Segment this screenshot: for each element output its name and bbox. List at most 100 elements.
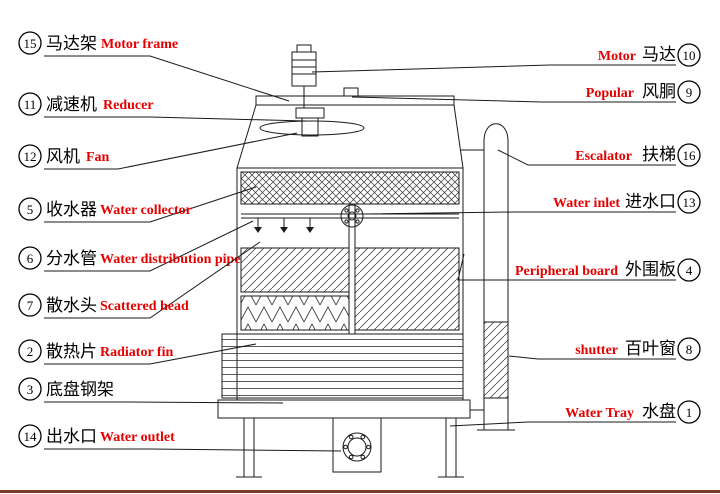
center-channel	[348, 204, 356, 334]
part-name-en: Popular	[586, 86, 634, 101]
part-name-en: Water Tray	[565, 406, 634, 421]
leader-line	[44, 448, 342, 452]
leader-line	[449, 421, 676, 427]
leader-line	[44, 55, 290, 102]
leader-line	[44, 132, 298, 170]
left-label-chassis-frame: 3 底盘钢架	[18, 377, 284, 404]
leader-line	[508, 355, 676, 360]
part-name-cn: 收水器	[46, 200, 97, 219]
circled-number	[18, 92, 42, 116]
part-number: 10	[683, 48, 696, 63]
sprinkler-stems	[257, 218, 311, 227]
leader-line	[365, 211, 676, 215]
part-number: 11	[24, 97, 37, 112]
tower-drawing	[217, 44, 515, 478]
leader-line	[44, 343, 257, 365]
inlet-flange-bolts	[344, 208, 360, 224]
cowl-right	[453, 104, 464, 169]
part-number: 3	[27, 382, 34, 397]
cowl-left	[236, 104, 257, 169]
part-name-cn: 百叶窗	[625, 339, 676, 358]
inlet-flange	[340, 204, 364, 228]
part-name-cn: 出水口	[46, 427, 97, 446]
part-number: 7	[27, 298, 34, 313]
part-name-cn: 风机	[46, 147, 80, 166]
right-label-escalator: 16 Escalator 扶梯	[497, 143, 701, 167]
circled-number	[677, 143, 701, 167]
leader-line	[44, 241, 261, 319]
circled-number	[18, 246, 42, 270]
radiator-fin-section	[221, 333, 464, 399]
part-name-en: Water inlet	[553, 196, 620, 211]
left-label-motor-frame: 15 马达架 Motor frame	[18, 31, 290, 102]
leader-line	[311, 64, 676, 73]
right-label-peripheral-board: 4 Peripheral board 外围板	[457, 253, 701, 282]
fan-cylinder-bump	[343, 87, 359, 97]
leader-line	[497, 149, 676, 166]
circled-number	[677, 43, 701, 67]
right-label-shutter: 8 shutter 百叶窗	[508, 337, 701, 361]
circled-number	[18, 424, 42, 448]
part-name-en: Radiator fin	[100, 345, 173, 360]
riser-top-bend	[483, 123, 509, 142]
part-name-cn: 底盘钢架	[46, 380, 114, 399]
circled-number	[677, 190, 701, 214]
part-number: 8	[686, 342, 693, 357]
left-label-water-outlet: 14 出水口 Water outlet	[18, 424, 342, 452]
leader-line	[457, 253, 676, 281]
part-name-en: Water collector	[100, 203, 192, 218]
leader-line	[44, 401, 284, 404]
part-name-en: Peripheral board	[515, 264, 618, 279]
outlet-flange-inner	[347, 437, 367, 457]
part-name-cn: 外围板	[625, 260, 676, 279]
part-number: 15	[24, 36, 37, 51]
fill-band-right	[354, 247, 460, 331]
sprinkler-heads	[254, 227, 314, 233]
part-number: 9	[686, 85, 693, 100]
bolt	[348, 434, 354, 440]
outlet-flange-bolts	[343, 434, 371, 460]
riser-connectors	[460, 149, 484, 411]
circled-number	[677, 80, 701, 104]
bolt	[355, 219, 360, 224]
bolt	[348, 454, 354, 460]
scatter-band	[240, 295, 350, 331]
outlet-housing	[332, 417, 382, 473]
reducer-gearbox	[295, 107, 325, 119]
circled-number	[18, 31, 42, 55]
part-number: 2	[27, 344, 34, 359]
leader-line	[44, 186, 257, 223]
part-name-en: Motor frame	[101, 37, 178, 52]
circled-number	[18, 377, 42, 401]
left-label-water-collector: 5 收水器 Water collector	[18, 186, 257, 223]
water-collector-band	[240, 171, 460, 205]
part-number: 1	[686, 405, 693, 420]
right-label-water-tray: 1 Water Tray 水盘	[449, 400, 701, 427]
part-name-en: Water outlet	[100, 430, 175, 445]
shutter-panel	[483, 321, 509, 399]
left-label-water-distribution-pipe: 6 分水管 Water distribution pipe	[18, 220, 254, 272]
fill-band-left	[240, 247, 350, 293]
bolt	[343, 444, 348, 450]
left-label-scattered-head: 7 散水头 Scattered head	[18, 241, 261, 319]
bolt	[360, 454, 366, 460]
bolt	[344, 208, 349, 213]
part-name-cn: 马达	[642, 45, 676, 64]
right-label-motor: 10 Motor 马达	[311, 43, 701, 73]
part-number: 12	[24, 149, 37, 164]
inlet-flange-center	[347, 211, 357, 221]
leader-line	[44, 116, 307, 122]
part-name-cn: 马达架	[46, 34, 97, 53]
part-name-en: Escalator	[575, 149, 632, 164]
part-name-en: Scattered head	[100, 299, 189, 314]
motor-cap	[296, 44, 312, 53]
part-name-en: Reducer	[103, 98, 154, 113]
circled-number	[18, 293, 42, 317]
part-name-cn: 散水头	[46, 296, 97, 315]
part-name-en: Water distribution pipe	[100, 252, 241, 267]
part-number: 5	[27, 202, 34, 217]
leader-line	[44, 220, 254, 272]
distribution-pipe	[241, 213, 459, 219]
part-number: 4	[686, 263, 693, 278]
